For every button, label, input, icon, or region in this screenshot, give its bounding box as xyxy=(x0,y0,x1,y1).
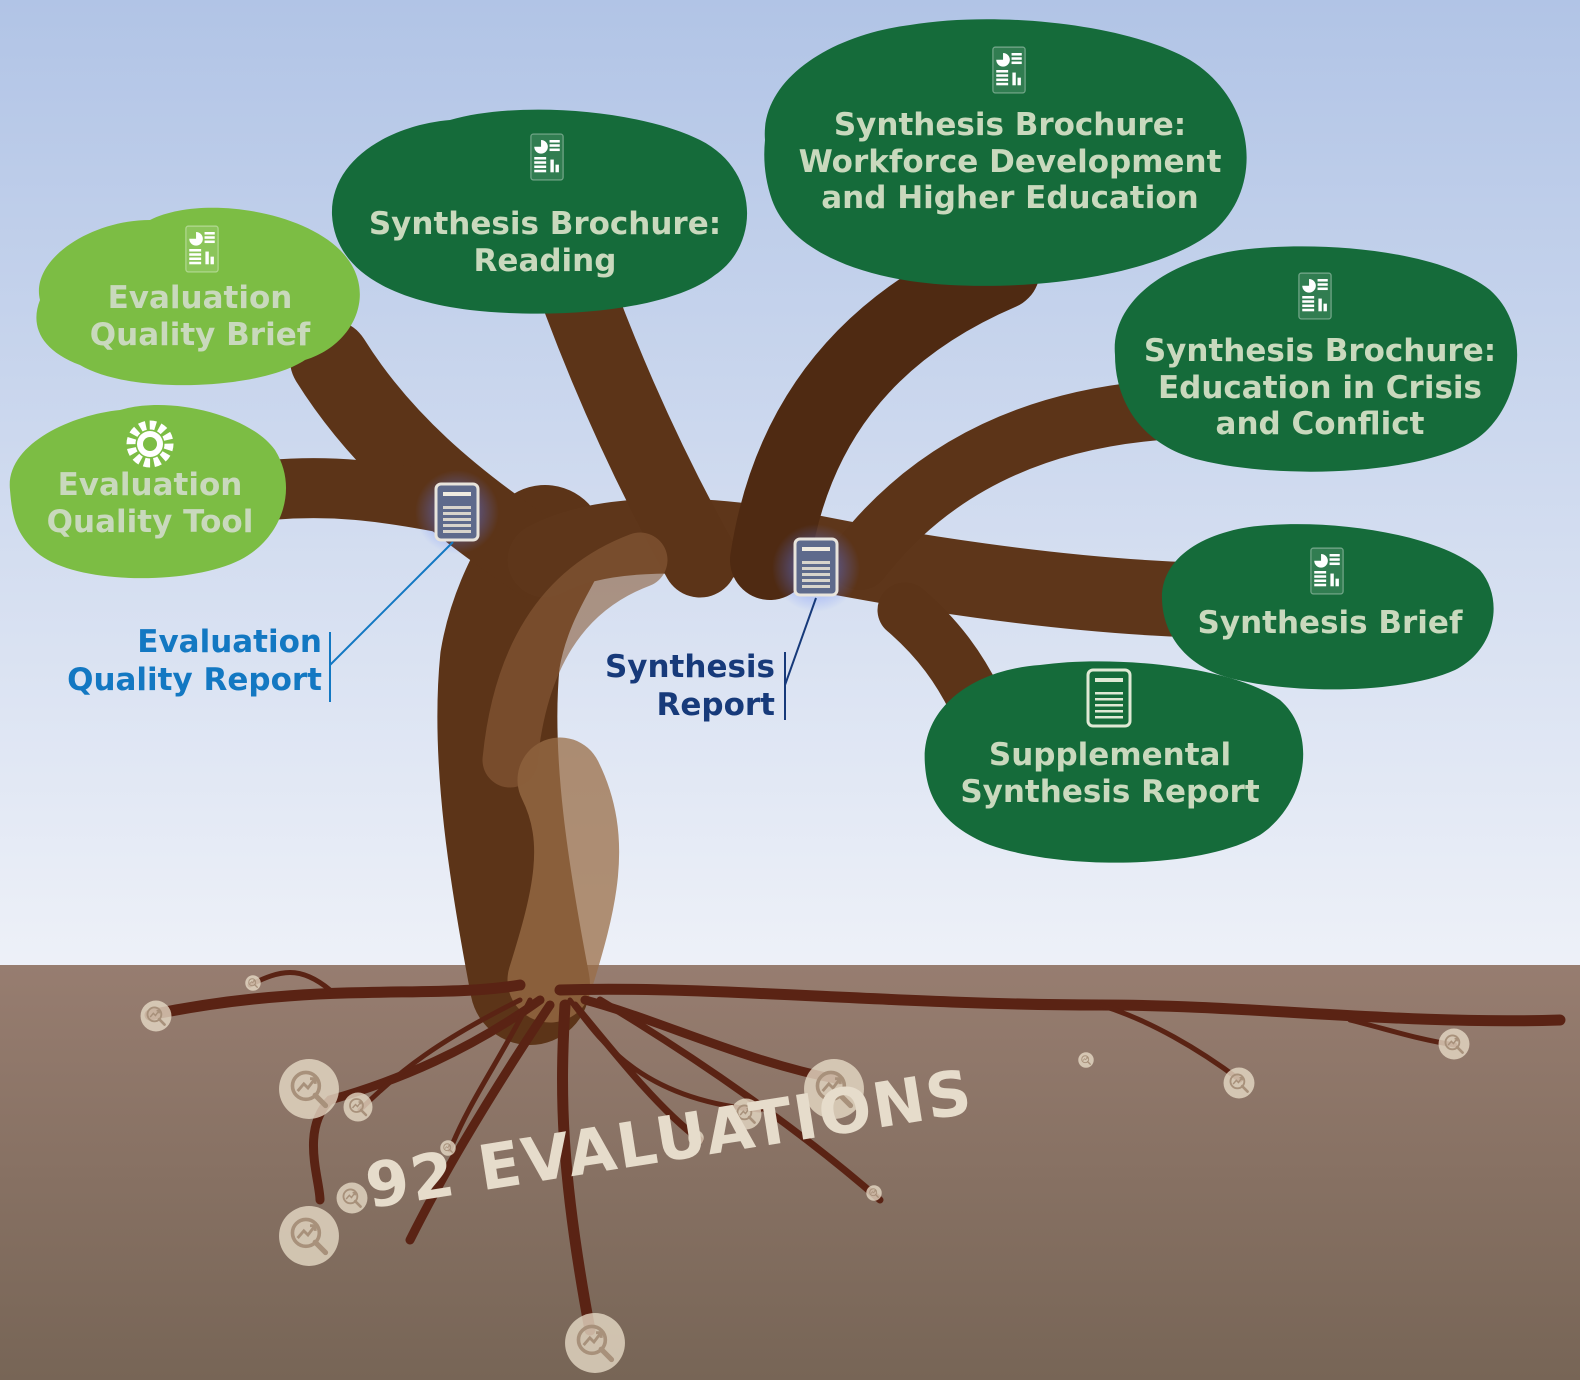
label-synthesis-report[interactable]: Synthesis Report xyxy=(604,649,775,723)
gear-icon xyxy=(126,420,174,468)
label-eval-quality-tool: Evaluation Quality Tool xyxy=(46,467,254,540)
report-icon[interactable] xyxy=(793,537,839,597)
brochure-icon xyxy=(992,46,1026,94)
brochure-icon xyxy=(185,225,219,273)
label-synthesis-brochure-reading: Synthesis Brochure: Reading xyxy=(368,206,722,279)
label-synthesis-brochure-crisis: Synthesis Brochure: Education in Crisis … xyxy=(1143,333,1497,443)
roots xyxy=(144,970,1566,1336)
canopy-synthesis-brochure-reading[interactable] xyxy=(331,109,748,314)
brochure-icon xyxy=(530,133,564,181)
brochure-icon xyxy=(1298,272,1332,320)
label-synthesis-brochure-workforce: Synthesis Brochure: Workforce Developmen… xyxy=(798,107,1222,217)
canopy-eval-quality-tool[interactable] xyxy=(9,404,287,579)
label-supplemental-synthesis-report: Supplemental Synthesis Report xyxy=(960,737,1260,810)
brochure-icon xyxy=(1310,547,1344,595)
canopy-supplemental-synthesis-report[interactable] xyxy=(924,661,1304,863)
canopy-eval-quality-brief[interactable] xyxy=(36,207,360,386)
canopy-synthesis-brochure-workforce[interactable] xyxy=(764,19,1247,286)
label-eval-quality-brief: Evaluation Quality Brief xyxy=(89,280,311,353)
canopy-synthesis-brief[interactable] xyxy=(1161,524,1494,690)
report-icon[interactable] xyxy=(434,482,480,542)
label-synthesis-brief: Synthesis Brief xyxy=(1197,605,1463,641)
callout-line-eval-quality-report xyxy=(329,541,454,702)
callout-line-synthesis-report xyxy=(784,597,817,720)
label-eval-quality-report[interactable]: Evaluation Quality Report xyxy=(67,624,322,698)
canopy-synthesis-brochure-crisis[interactable] xyxy=(1114,246,1518,472)
soil-background xyxy=(0,965,1580,1380)
